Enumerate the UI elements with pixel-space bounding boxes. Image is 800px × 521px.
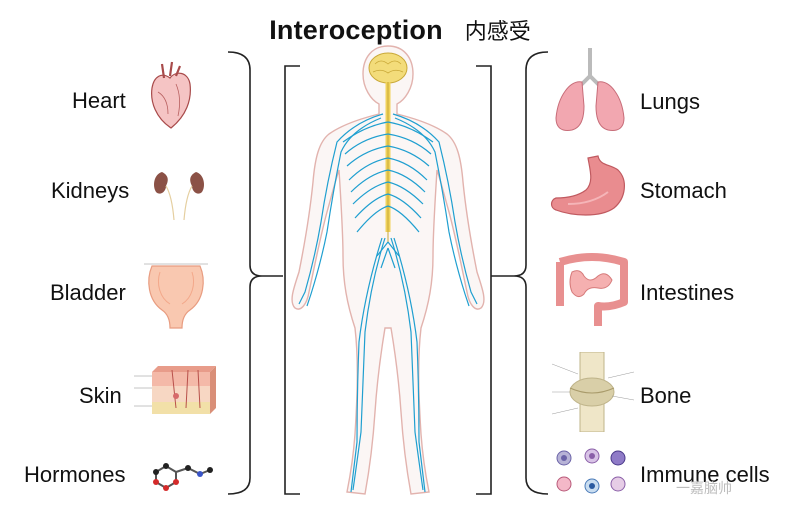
hormone-molecule-icon xyxy=(153,463,213,491)
stomach-icon xyxy=(550,155,625,216)
label-lungs: Lungs xyxy=(640,89,700,114)
label-skin: Skin xyxy=(79,383,122,408)
watermark: 一嘉脑帅 xyxy=(676,478,732,498)
bone-joint-icon xyxy=(551,352,635,432)
bladder-icon xyxy=(144,263,208,329)
watermark-text: 一嘉脑帅 xyxy=(676,481,732,497)
nerve-network xyxy=(298,113,478,493)
label-kidneys: Kidneys xyxy=(51,178,130,203)
nervous-system-figure xyxy=(291,45,485,495)
page-title: Interoception 内感受 xyxy=(0,14,800,46)
immune-cells-icon xyxy=(556,448,626,494)
heart-icon xyxy=(151,61,191,129)
label-heart: Heart xyxy=(72,88,126,113)
skin-icon xyxy=(134,366,216,414)
brain-icon xyxy=(368,52,408,84)
title-chinese: 内感受 xyxy=(464,20,531,45)
intestines-icon xyxy=(556,253,628,326)
label-bladder: Bladder xyxy=(50,280,126,305)
label-stomach: Stomach xyxy=(640,178,727,203)
title-english: Interoception xyxy=(269,15,443,45)
label-intestines: Intestines xyxy=(640,280,735,305)
label-immune-cells: Immune cells xyxy=(640,462,770,487)
lungs-icon xyxy=(555,48,625,131)
label-hormones: Hormones xyxy=(24,462,126,487)
kidneys-icon xyxy=(154,172,204,221)
label-bone: Bone xyxy=(640,383,692,408)
